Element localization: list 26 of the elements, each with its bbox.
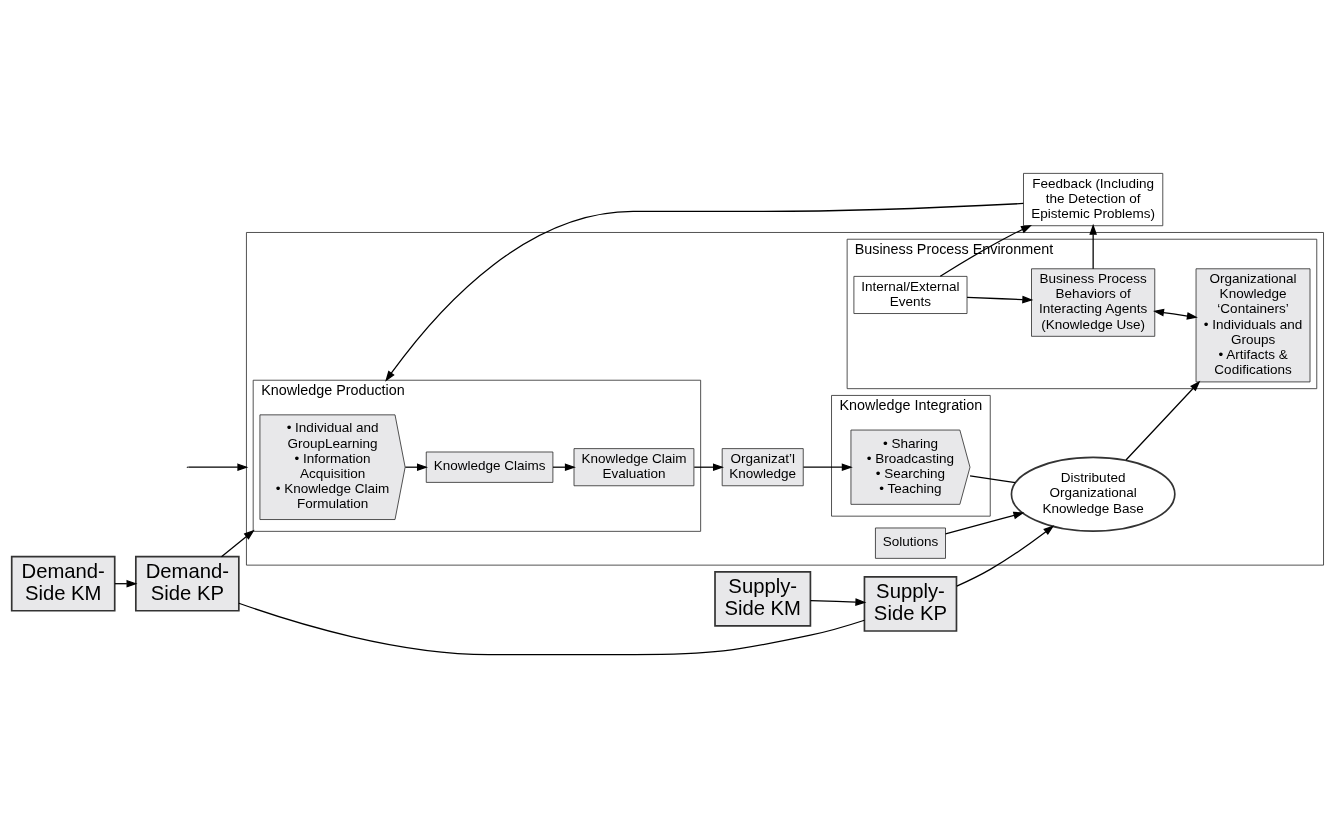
arrow [1089, 223, 1097, 270]
connector [969, 475, 1016, 484]
node-box: Organizational Knowledge ‘Containers’ • Individuals and Groups • Artifacts & Codifications [1195, 268, 1311, 383]
arrow [966, 295, 1034, 304]
connector [238, 602, 866, 656]
arrow [1125, 380, 1201, 461]
node-box: Supply-Side KP [863, 576, 958, 632]
node-box: Business Process Behaviors of Interacting Agents (Knowledge Use) [1031, 268, 1156, 337]
arrow [809, 598, 867, 606]
node-box: Demand-Side KM [10, 555, 116, 612]
node-box: Organizat’l Knowledge [721, 448, 804, 487]
arrow [956, 525, 1055, 587]
arrow [1153, 308, 1198, 320]
node-box: Demand-Side KP [135, 555, 240, 612]
arrow [385, 202, 1024, 382]
arrow [802, 463, 853, 472]
node-box: Knowledge Claim Evaluation [573, 448, 695, 487]
arrow [693, 463, 724, 472]
node-box: Knowledge Claims [425, 451, 554, 483]
node-box: Feedback (Including the Detection of Epistemic Problems) [1023, 172, 1164, 227]
node-box: Supply-Side KM [714, 571, 812, 627]
node-box: Internal/External Events [853, 275, 968, 314]
arrow [944, 511, 1025, 535]
node-box: Solutions [875, 527, 946, 559]
arrow [220, 529, 255, 558]
arrow [187, 463, 249, 472]
